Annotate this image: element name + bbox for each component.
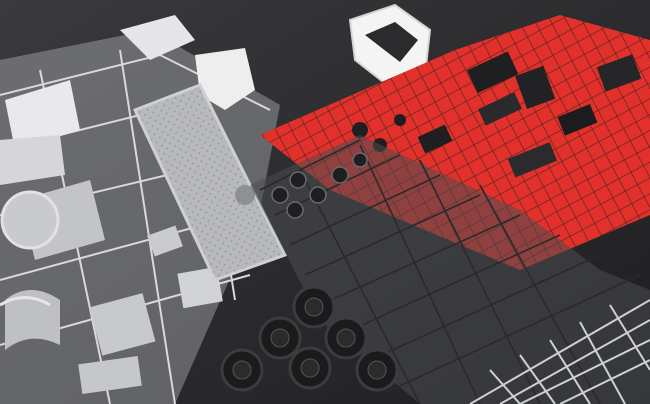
cab-panel-piece xyxy=(120,15,195,60)
small-wheel xyxy=(352,152,368,168)
ladder-sprue-right xyxy=(469,299,650,404)
black-bumper-piece xyxy=(466,51,519,94)
fender-piece xyxy=(195,48,255,110)
tire xyxy=(220,348,264,392)
small-wheel xyxy=(309,186,327,204)
curved-fender-piece xyxy=(5,290,60,350)
tire xyxy=(288,346,332,390)
red-sprue-sheet xyxy=(260,15,650,270)
tire xyxy=(258,316,302,360)
engine-block-piece xyxy=(89,293,156,356)
tire xyxy=(355,348,399,392)
tread-plate-frame-piece xyxy=(132,83,288,282)
side-panel-piece xyxy=(5,80,80,150)
tire xyxy=(324,316,368,360)
small-wheel xyxy=(289,171,307,189)
rubber-tires xyxy=(220,285,399,392)
small-wheel xyxy=(286,201,304,219)
small-wheel xyxy=(271,186,289,204)
round-plate-piece xyxy=(0,190,60,250)
tire xyxy=(292,285,336,329)
small-wheel xyxy=(331,166,349,184)
